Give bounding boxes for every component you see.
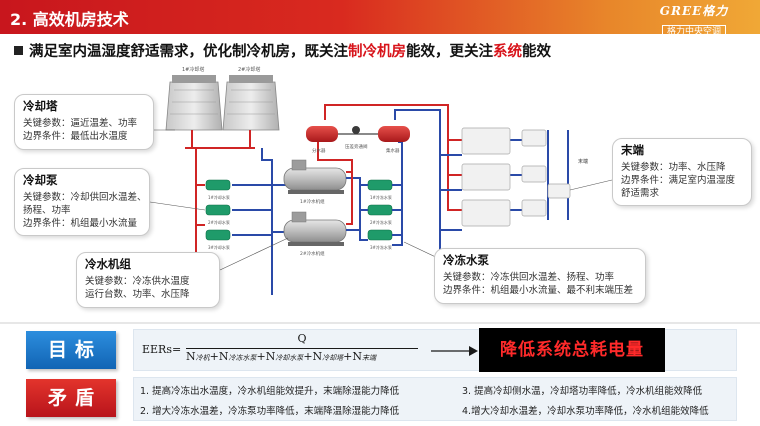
chilled-pump-label-3: 3#冷冻水泵 (370, 244, 392, 250)
conflict-item-2: 2. 增大冷冻水温差，冷冻泵功率降低，末端降温除湿能力降低 (140, 406, 400, 417)
callout-line: 运行台数、功率、水压降 (85, 289, 190, 300)
callout-line: 关键参数：冷却供回水温差、 (23, 192, 147, 203)
goal-panel: EERs= Q N冷机+N冷冻水泵+N冷却水泵+N冷却塔+N末端 降低系统总耗电… (133, 328, 737, 372)
formula-numerator: Q (297, 332, 307, 345)
arrow-right-icon (431, 346, 478, 356)
callout-line: 关键参数：逼近温差、功率 (23, 118, 138, 129)
callout-line: 关键参数：冷冻供回水温差、扬程、功率 (443, 272, 615, 283)
cooling-tower-1 (165, 75, 223, 131)
n-symbol: N (218, 350, 229, 363)
n-symbol: N (265, 350, 276, 363)
n-sub-terminal: 末端 (362, 354, 376, 362)
water-collector (378, 126, 410, 142)
callout-title-tower: 冷却塔 (23, 99, 58, 113)
cooling-pump-label-1: 1#冷却水泵 (208, 194, 230, 200)
cooling-pump-label-3: 3#冷却水泵 (208, 244, 230, 250)
conflict-label: 矛盾 (26, 379, 116, 417)
callout-line: 边界条件：最低出水温度 (23, 131, 128, 142)
tower-label-1: 1#冷却塔 (182, 66, 204, 73)
callout-terminal: 末端 关键参数：功率、水压降 边界条件：满足室内温湿度 舒适需求 (612, 138, 752, 206)
callout-line: 舒适需求 (621, 188, 660, 199)
chiller-2 (283, 211, 347, 246)
goal-label: 目标 (26, 331, 116, 369)
callout-line: 边界条件：机组最小水流量、最不利末端压差 (443, 285, 634, 296)
chilled-pump-label-1: 1#冷冻水泵 (370, 194, 392, 200)
n-sub-tower: 冷却塔 (322, 354, 344, 362)
cooling-pump-group (205, 179, 231, 241)
chilled-pump-label-2: 2#冷冻水泵 (370, 219, 392, 225)
callout-chilled-pump: 冷冻水泵 关键参数：冷冻供回水温差、扬程、功率 边界条件：机组最小水流量、最不利… (434, 248, 646, 304)
headline-highlight-1: 制冷机房 (348, 44, 406, 60)
n-symbol: N (312, 350, 323, 363)
n-sub-chiller: 冷机 (195, 354, 210, 362)
terminal-diagram-label: 末端 (578, 158, 588, 165)
bypass-valve (352, 126, 360, 134)
callout-cooling-pump: 冷却泵 关键参数：冷却供回水温差、 扬程、功率 边界条件：机组最小水流量 (14, 168, 150, 236)
chilled-pump-group (367, 179, 393, 241)
cooling-tower-2 (222, 75, 280, 131)
callout-title-terminal: 末端 (621, 143, 644, 157)
header-label-collector: 集水器 (386, 147, 400, 154)
n-sub-cooling-pump: 冷却水泵 (275, 354, 304, 362)
chiller-label-2: 2#冷水机组 (300, 250, 325, 257)
water-distributor (306, 126, 338, 142)
divider (0, 322, 760, 324)
chiller-label-1: 1#冷水机组 (300, 198, 325, 205)
callout-chiller: 冷水机组 关键参数：冷冻供水温度 运行台数、功率、水压降 (76, 252, 220, 308)
callout-title-chiller: 冷水机组 (85, 257, 131, 271)
chiller-plant-diagram: 1#冷却塔 2#冷却塔 1#冷水机组 2#冷水机组 (0, 60, 760, 320)
headline: 满足室内温湿度舒适需求，优化制冷机房，既关注制冷机房能效，更关注系统能效 (14, 40, 551, 61)
callout-line: 关键参数：功率、水压降 (621, 162, 726, 173)
brand-wordmark: GREE格力 (659, 4, 729, 18)
n-symbol: N (352, 350, 362, 363)
brand-logo: GREE格力 格力中央空调 (636, 2, 752, 39)
n-sub-chilled-pump: 冷冻水泵 (228, 354, 257, 362)
headline-part3: 能效 (522, 44, 551, 60)
callout-cooling-tower: 冷却塔 关键参数：逼近温差、功率 边界条件：最低出水温度 (14, 94, 154, 150)
tower-label-2: 2#冷却塔 (238, 66, 260, 73)
conflict-item-4: 4.增大冷却水温差，冷却水泵功率降低，冷水机组能效降低 (462, 406, 709, 417)
callout-line: 边界条件：满足室内温湿度 (621, 175, 736, 186)
callout-line: 扬程、功率 (23, 205, 71, 216)
chiller-1 (283, 159, 347, 194)
callout-title-cooling-pump: 冷却泵 (23, 173, 58, 187)
header-label-distributor: 分水器 (312, 147, 326, 154)
callout-line: 关键参数：冷冻供水温度 (85, 276, 190, 287)
header-bar (0, 0, 760, 34)
conflict-item-3: 3. 提高冷却侧水温，冷却塔功率降低，冷水机组能效降低 (462, 386, 703, 397)
callout-line: 边界条件：机组最小水流量 (23, 218, 138, 229)
n-symbol: N (186, 350, 196, 363)
conflict-panel: 1. 提高冷冻出水温度，冷水机组能效提升，末端除湿能力降低 2. 增大冷冻水温差… (133, 377, 737, 421)
cooling-pump-label-2: 2#冷却水泵 (208, 219, 230, 225)
header-label-bypass: 压差旁通阀 (345, 143, 368, 150)
formula-lhs: EERs= (142, 343, 182, 356)
bullet-icon (14, 46, 23, 55)
brand-subtitle: 格力中央空调 (661, 25, 726, 39)
headline-highlight-2: 系统 (493, 44, 522, 60)
conflict-item-1: 1. 提高冷冻出水温度，冷水机组能效提升，末端除湿能力降低 (140, 386, 400, 397)
callout-title-chilled-pump: 冷冻水泵 (443, 253, 489, 267)
formula-fraction-bar (186, 348, 418, 349)
headline-part1: 满足室内温湿度舒适需求，优化制冷机房，既关注 (29, 44, 348, 60)
goal-result: 降低系统总耗电量 (479, 328, 665, 372)
page-title: 2. 高效机房技术 (10, 10, 129, 29)
formula-denominator: N冷机+N冷冻水泵+N冷却水泵+N冷却塔+N末端 (186, 350, 376, 363)
headline-part2: 能效，更关注 (406, 44, 493, 60)
